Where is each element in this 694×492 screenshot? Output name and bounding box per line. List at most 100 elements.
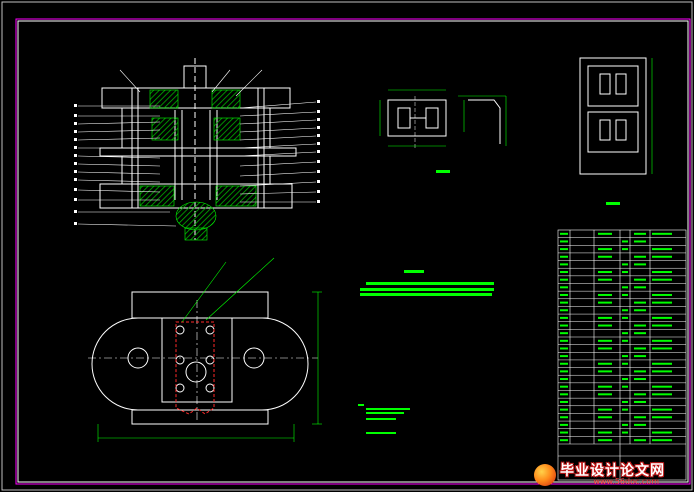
parts-list-cell-mark bbox=[622, 271, 628, 274]
parts-list-cell-mark bbox=[560, 423, 568, 426]
parts-list-cell-mark bbox=[652, 347, 672, 350]
parts-list-cell-mark bbox=[652, 439, 672, 442]
parts-list-cell-mark bbox=[560, 339, 568, 342]
leader-lines-left bbox=[77, 69, 177, 227]
parts-list-cell-mark bbox=[598, 301, 612, 304]
parts-list-cell-mark bbox=[652, 248, 672, 251]
balloon-marks bbox=[74, 100, 320, 225]
parts-list-rows bbox=[558, 237, 686, 437]
flame-globe-icon bbox=[534, 464, 556, 486]
parts-list-cell-mark bbox=[652, 362, 672, 365]
parts-list-cell-mark bbox=[622, 378, 628, 381]
parts-list-cell-mark bbox=[560, 309, 568, 312]
parts-list-cell-mark bbox=[652, 339, 672, 342]
parts-list-cell-mark bbox=[598, 370, 612, 373]
parts-list-cell-mark bbox=[560, 362, 568, 365]
sheet-frame bbox=[17, 20, 689, 483]
parts-list-cell-mark bbox=[634, 255, 646, 258]
parts-list-cell-mark bbox=[622, 332, 628, 335]
parts-list-cell-mark bbox=[560, 370, 568, 373]
strip-layout-view bbox=[579, 57, 653, 175]
parts-list-cell-mark bbox=[560, 248, 568, 251]
parts-list-cell-mark bbox=[622, 400, 628, 403]
parts-list-cell-mark bbox=[598, 408, 612, 411]
parts-list-cell-mark bbox=[560, 271, 568, 274]
parts-list-cell-mark bbox=[560, 355, 568, 358]
parts-list-cell-mark bbox=[652, 271, 672, 274]
parts-list-cell-mark bbox=[652, 324, 672, 327]
parts-list-cell-mark bbox=[560, 439, 568, 442]
parts-list-cell-mark bbox=[634, 400, 646, 403]
parts-list-cell-mark bbox=[622, 286, 628, 289]
parts-list-cell-mark bbox=[560, 408, 568, 411]
parts-list-cell-mark bbox=[598, 431, 612, 434]
parts-list-cell-mark bbox=[560, 332, 568, 335]
parts-list-table bbox=[557, 229, 687, 481]
watermark-url: www.56doc.com bbox=[593, 477, 659, 486]
parts-list-cell-mark bbox=[622, 431, 628, 434]
parts-list-cell-mark bbox=[598, 232, 612, 235]
strip-outline bbox=[175, 321, 215, 415]
part-label-bar bbox=[436, 170, 450, 173]
parts-list-cell-mark bbox=[652, 370, 672, 373]
parts-list-cell-mark bbox=[652, 278, 672, 281]
parts-list-cell-mark bbox=[622, 408, 628, 411]
parts-list-cell-mark bbox=[598, 362, 612, 365]
parts-list-cell-mark bbox=[634, 393, 646, 396]
watermark-title: 毕业设计论文网 bbox=[560, 463, 665, 479]
parts-list-cell-mark bbox=[622, 385, 628, 388]
parts-list-cell-mark bbox=[598, 248, 612, 251]
parts-list-cell-mark bbox=[622, 248, 628, 251]
parts-list-cell-mark bbox=[622, 263, 628, 266]
parts-list-cell-mark bbox=[634, 240, 646, 243]
plan-view bbox=[88, 291, 318, 425]
parts-list-cell-mark bbox=[634, 347, 646, 350]
parts-list-cell-mark bbox=[634, 332, 646, 335]
parts-list-cell-mark bbox=[598, 293, 612, 296]
parts-list-cell-mark bbox=[622, 316, 628, 319]
parts-list-cell-mark bbox=[598, 416, 612, 419]
parts-list-cell-mark bbox=[652, 301, 672, 304]
parts-list-cell-mark bbox=[560, 293, 568, 296]
parts-list-cell-mark bbox=[634, 416, 646, 419]
parts-list-cell-mark bbox=[598, 347, 612, 350]
part-dimensions bbox=[379, 89, 507, 147]
parts-list-cell-mark bbox=[560, 393, 568, 396]
parts-list-cell-mark bbox=[560, 286, 568, 289]
sheet-inner-frame bbox=[15, 18, 691, 485]
parts-list-cell-mark bbox=[560, 378, 568, 381]
parts-list-cell-mark bbox=[560, 316, 568, 319]
parts-list-cell-mark bbox=[634, 370, 646, 373]
technical-requirements bbox=[360, 270, 494, 296]
parts-list-cell-mark bbox=[560, 347, 568, 350]
parts-list-cell-mark bbox=[560, 385, 568, 388]
parts-list-cell-mark bbox=[560, 278, 568, 281]
parts-list-cell-mark bbox=[560, 240, 568, 243]
assembly-section-view bbox=[99, 58, 297, 240]
leader-lines-right bbox=[211, 69, 317, 203]
parts-list-cell-mark bbox=[652, 408, 672, 411]
parts-list-cell-mark bbox=[560, 263, 568, 266]
parts-list-cell-mark bbox=[598, 339, 612, 342]
parts-list-cell-mark bbox=[598, 439, 612, 442]
strip-label-bar bbox=[606, 202, 620, 205]
parts-list-cell-mark bbox=[622, 293, 628, 296]
part-detail-view bbox=[387, 96, 501, 150]
dimension-notes bbox=[358, 404, 410, 434]
parts-list-cell-mark bbox=[598, 271, 612, 274]
parts-list-cell-mark bbox=[622, 309, 628, 312]
parts-list-cell-mark bbox=[560, 255, 568, 258]
parts-list-cell-mark bbox=[652, 255, 672, 258]
parts-list-cell-mark bbox=[622, 339, 628, 342]
parts-list-cell-mark bbox=[598, 324, 612, 327]
parts-list-cell-mark bbox=[634, 301, 646, 304]
parts-list-cell-mark bbox=[560, 416, 568, 419]
parts-list-cell-mark bbox=[652, 232, 672, 235]
parts-list-cell-mark bbox=[634, 324, 646, 327]
parts-list-cell-mark bbox=[560, 400, 568, 403]
parts-list-cell-mark bbox=[598, 255, 612, 258]
parts-list-cell-mark bbox=[652, 431, 672, 434]
parts-list-cell-mark bbox=[560, 324, 568, 327]
